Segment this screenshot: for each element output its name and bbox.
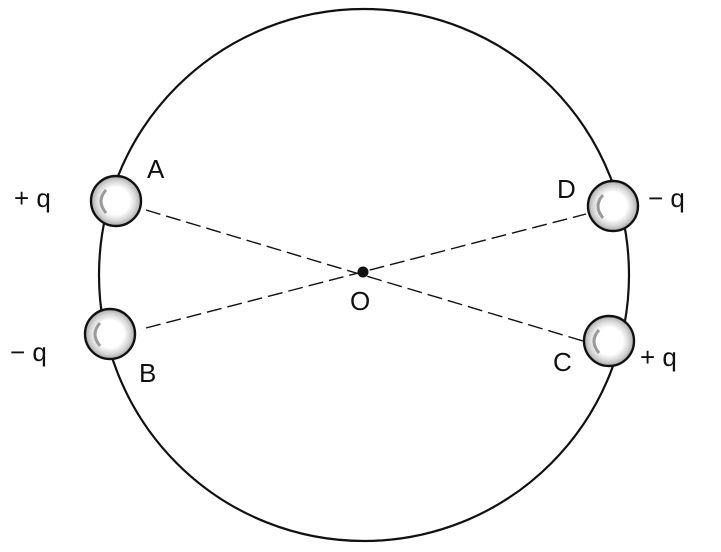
sphere-b — [83, 307, 137, 361]
sphere-a — [89, 174, 143, 228]
charge-label-d: − q — [648, 183, 685, 213]
outer-circle — [97, 7, 631, 543]
line-a-to-c — [145, 209, 584, 342]
sphere-c — [582, 314, 636, 368]
label-a: A — [147, 154, 165, 184]
label-o: O — [350, 286, 370, 316]
label-d: D — [557, 174, 576, 204]
charge-label-b: − q — [10, 337, 47, 367]
line-b-to-d — [145, 213, 587, 329]
sphere-d — [586, 179, 640, 233]
charge-label-a: + q — [14, 183, 51, 213]
center-point-o — [357, 266, 369, 278]
label-b: B — [139, 358, 156, 388]
charge-label-c: + q — [640, 342, 677, 372]
label-c: C — [553, 347, 572, 377]
